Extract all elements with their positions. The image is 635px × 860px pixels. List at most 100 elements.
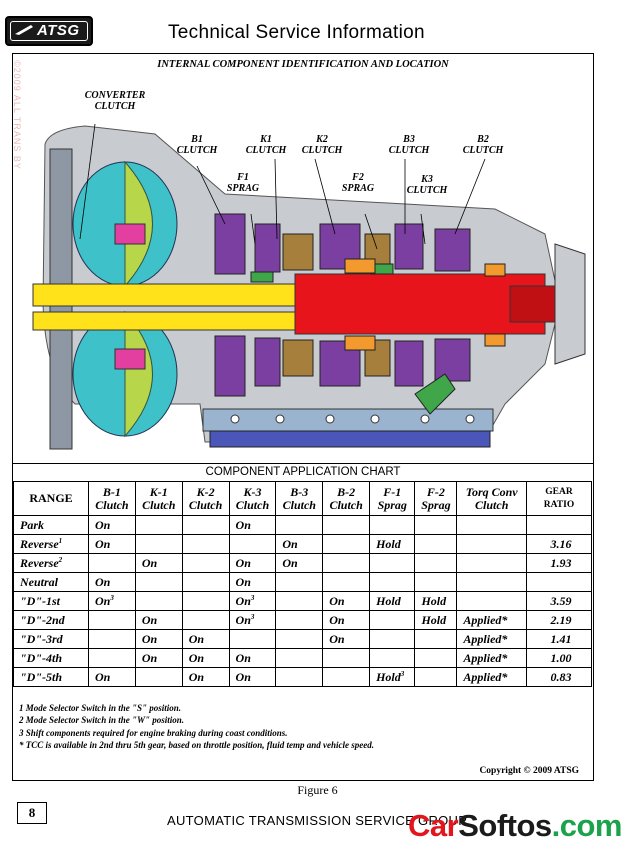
column-header-line: Torq Conv bbox=[465, 484, 518, 499]
range-cell: "D"-5th bbox=[13, 667, 89, 687]
table-cell: 0.83 bbox=[526, 667, 592, 687]
range-cell: Reverse1 bbox=[13, 534, 89, 554]
figure-caption: Figure 6 bbox=[297, 783, 338, 797]
table-cell: On bbox=[88, 515, 136, 535]
note-1: 1 Mode Selector Switch in the "S" positi… bbox=[19, 703, 182, 713]
table-cell bbox=[88, 553, 136, 573]
table-cell bbox=[369, 572, 416, 592]
column-header-line: Clutch bbox=[329, 497, 363, 512]
table-cell bbox=[414, 648, 458, 668]
table-cell: 1.00 bbox=[526, 648, 592, 668]
table-cell bbox=[369, 648, 416, 668]
table-cell bbox=[228, 629, 277, 649]
table-cell bbox=[456, 534, 527, 554]
table-cell: On bbox=[88, 572, 136, 592]
range-cell: "D"-3rd bbox=[13, 629, 89, 649]
table-cell bbox=[456, 591, 527, 611]
range-cell: "D"-1st bbox=[13, 591, 89, 611]
table-cell bbox=[134, 515, 183, 535]
table-cell bbox=[414, 572, 458, 592]
table-cell: Hold bbox=[414, 591, 458, 611]
table-cell bbox=[134, 667, 183, 687]
table-cell bbox=[369, 610, 416, 630]
table-cell bbox=[181, 515, 230, 535]
transmission-illustration bbox=[32, 123, 586, 450]
column-header-line: K-1 bbox=[149, 484, 168, 499]
footer-org: AUTOMATIC TRANSMISSION SERVICE GROUP bbox=[167, 813, 468, 828]
table-cell bbox=[88, 648, 136, 668]
column-header-line: B-3 bbox=[290, 484, 309, 499]
table-cell: On bbox=[181, 629, 230, 649]
table-cell bbox=[456, 572, 527, 592]
column-header-line: Clutch bbox=[188, 497, 223, 512]
table-cell bbox=[369, 515, 416, 535]
column-header-line: Clutch bbox=[142, 497, 176, 512]
table-cell bbox=[369, 553, 416, 573]
logo-text: ATSG bbox=[37, 22, 80, 39]
chart-notes: 1 Mode Selector Switch in the "S" positi… bbox=[19, 702, 374, 751]
atsg-logo-mark bbox=[15, 25, 33, 35]
table-cell: 3.59 bbox=[526, 591, 592, 611]
table-cell bbox=[322, 648, 371, 668]
table-cell bbox=[181, 553, 230, 573]
table-cell: Hold3 bbox=[369, 667, 416, 687]
table-cell bbox=[181, 591, 230, 611]
table-cell bbox=[369, 629, 416, 649]
figure-frame: INTERNAL COMPONENT IDENTIFICATION AND LO… bbox=[12, 53, 594, 781]
column-header-line: B-1 bbox=[102, 484, 121, 499]
table-cell bbox=[275, 591, 324, 611]
column-header-line: Clutch bbox=[95, 497, 129, 512]
table-cell: Applied* bbox=[456, 629, 527, 649]
table-cell: 2.19 bbox=[526, 610, 592, 630]
table-cell: On bbox=[88, 667, 136, 687]
table-cell bbox=[275, 648, 324, 668]
table-cell bbox=[134, 534, 183, 554]
table-cell bbox=[414, 553, 458, 573]
table-cell bbox=[414, 667, 458, 687]
table-cell: On bbox=[322, 591, 371, 611]
table-cell bbox=[275, 667, 324, 687]
table-cell bbox=[414, 515, 458, 535]
table-cell bbox=[322, 515, 371, 535]
table-cell: On bbox=[181, 648, 230, 668]
table-cell bbox=[414, 534, 458, 554]
table-cell: On bbox=[275, 553, 324, 573]
chart-title: COMPONENT APPLICATION CHART bbox=[13, 463, 593, 478]
copyright: Copyright © 2009 ATSG bbox=[479, 766, 579, 776]
note-4: * TCC is available in 2nd thru 5th gear,… bbox=[19, 739, 375, 750]
column-header-line: Clutch bbox=[475, 497, 509, 512]
table-cell bbox=[526, 572, 592, 592]
column-header: RANGE bbox=[13, 481, 89, 516]
table-cell: On bbox=[275, 534, 324, 554]
diagram-title: INTERNAL COMPONENT IDENTIFICATION AND LO… bbox=[157, 59, 449, 70]
table-cell: Applied* bbox=[456, 667, 527, 687]
table-cell: Hold bbox=[414, 610, 458, 630]
table-cell: On3 bbox=[228, 591, 277, 611]
table-cell bbox=[275, 629, 324, 649]
table-cell bbox=[526, 515, 592, 535]
table-cell: Hold bbox=[369, 534, 416, 554]
table-cell bbox=[456, 553, 527, 573]
table-cell: Applied* bbox=[456, 610, 527, 630]
table-cell: On bbox=[134, 553, 183, 573]
table-cell bbox=[322, 572, 371, 592]
